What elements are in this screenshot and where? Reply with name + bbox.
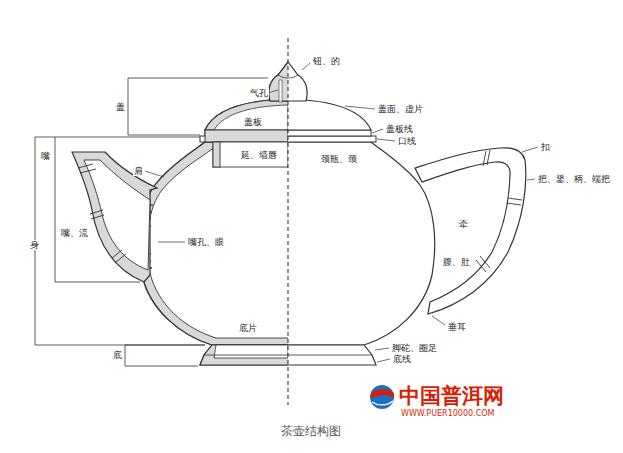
teapot-body xyxy=(139,142,434,345)
drawing-path xyxy=(139,142,288,345)
drawing-path xyxy=(476,150,522,272)
center-line xyxy=(288,38,289,405)
part-label: 盖板 xyxy=(243,117,263,127)
drawing-path xyxy=(432,316,445,325)
drawing-path xyxy=(125,345,205,366)
part-label: 嘴、流 xyxy=(60,228,89,238)
drawing-path xyxy=(302,63,310,70)
drawing-path xyxy=(139,142,434,345)
watermark-title: 中国普洱网 xyxy=(398,384,505,408)
part-label: 嘴 xyxy=(40,151,51,161)
drawing-path xyxy=(214,105,288,130)
drawing-path xyxy=(377,359,390,362)
drawing-g xyxy=(205,99,288,167)
drawing-path xyxy=(527,179,535,180)
drawing-path xyxy=(345,106,375,109)
drawing-circle xyxy=(370,385,394,409)
part-label: 牵 xyxy=(458,219,469,229)
leader-lines xyxy=(145,63,538,362)
drawing-rect xyxy=(205,130,288,142)
drawing-path xyxy=(145,171,164,177)
drawing-g xyxy=(269,62,288,102)
part-label: 把、鋬、柄、端把 xyxy=(537,174,611,184)
drawing-g xyxy=(139,142,288,345)
drawing-path xyxy=(147,149,288,338)
drawing-g xyxy=(200,345,288,365)
drawing-path xyxy=(377,139,395,141)
part-label: 盖板线 xyxy=(385,124,414,134)
part-label: 盖面、虚片 xyxy=(377,104,424,114)
drawing-rect xyxy=(279,80,282,102)
drawing-path xyxy=(268,90,278,93)
part-label: 钮、的 xyxy=(312,56,341,66)
drawing-rect xyxy=(213,142,288,167)
part-label: 腹、肚 xyxy=(442,257,471,267)
watermark-url: WWW.PUER10000.COM xyxy=(400,409,495,418)
part-label: 口线 xyxy=(397,136,417,146)
drawing-path xyxy=(372,129,383,133)
drawing-path xyxy=(78,164,126,262)
part-label: 肩 xyxy=(133,166,144,176)
drawing-rect xyxy=(213,142,220,167)
drawing-path xyxy=(200,345,288,365)
part-label: 身 xyxy=(29,240,40,250)
spout xyxy=(72,152,157,282)
drawing-path xyxy=(214,345,288,358)
part-label: 底 xyxy=(112,350,123,360)
drawing-path xyxy=(72,152,157,282)
drawing-path xyxy=(375,348,389,350)
drawing-path xyxy=(269,62,288,101)
part-label: 脚砣、圈足 xyxy=(391,343,438,353)
watermark-logo xyxy=(370,385,394,409)
part-label: 垂耳 xyxy=(447,322,467,332)
drawing-path xyxy=(372,401,393,405)
drawing-path xyxy=(522,147,538,152)
drawing-path xyxy=(371,389,394,399)
part-label: 颈瓶、颈 xyxy=(320,154,358,164)
drawing-path xyxy=(205,99,288,130)
part-label: 盖 xyxy=(115,102,126,112)
part-label: 延、墙唇 xyxy=(240,150,278,160)
part-label: 底线 xyxy=(392,354,412,364)
part-label: 气孔 xyxy=(249,88,269,98)
drawing-path xyxy=(158,242,185,243)
part-label: 嘴孔、眼 xyxy=(187,237,225,247)
caption: 茶壶结构图 xyxy=(280,424,342,438)
part-label: 底片 xyxy=(238,323,258,333)
part-label: 扣 xyxy=(540,142,551,152)
